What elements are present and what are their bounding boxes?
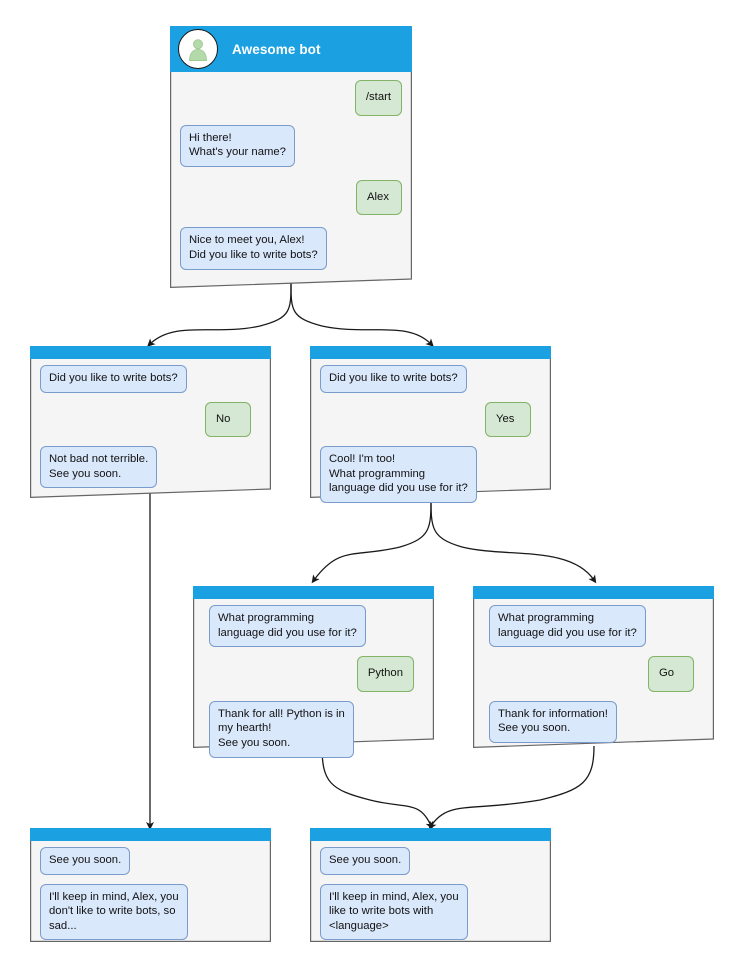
bot-message-bubble: Did you like to write bots? xyxy=(40,365,187,393)
message-list-branch-python: What programming language did you use fo… xyxy=(193,599,434,767)
message-row: Did you like to write bots? xyxy=(40,365,261,393)
message-list-branch-go: What programming language did you use fo… xyxy=(473,599,714,752)
chat-window-branch-go[interactable]: What programming language did you use fo… xyxy=(473,586,714,748)
window-titlebar xyxy=(473,586,714,599)
bot-message-bubble: What programming language did you use fo… xyxy=(209,605,366,648)
bot-message-bubble: Hi there! What's your name? xyxy=(180,124,295,167)
chat-window-end-sad[interactable]: See you soon. I'll keep in mind, Alex, y… xyxy=(30,828,271,942)
connector-root-to-no xyxy=(147,282,292,347)
message-list-end-sad: See you soon. I'll keep in mind, Alex, y… xyxy=(30,841,271,949)
window-titlebar xyxy=(310,346,551,359)
chat-window-branch-python[interactable]: What programming language did you use fo… xyxy=(193,586,434,758)
message-row: What programming language did you use fo… xyxy=(209,605,424,648)
bot-message-bubble: I'll keep in mind, Alex, you don't like … xyxy=(40,883,188,941)
message-list-end-happy: See you soon. I'll keep in mind, Alex, y… xyxy=(310,841,551,949)
bot-message-bubble: What programming language did you use fo… xyxy=(489,605,646,648)
message-row: Python xyxy=(209,656,424,692)
user-message-bubble: Go xyxy=(648,656,694,692)
message-row: I'll keep in mind, Alex, you like to wri… xyxy=(320,883,541,941)
bot-message-bubble: See you soon. xyxy=(320,847,411,875)
bot-message-bubble: Not bad not terrible. See you soon. xyxy=(40,446,158,489)
chat-window-branch-no[interactable]: Did you like to write bots? No Not bad n… xyxy=(30,346,271,498)
bot-message-bubble: Did you like to write bots? xyxy=(320,365,467,393)
message-list-branch-yes: Did you like to write bots? Yes Cool! I'… xyxy=(310,359,551,512)
message-row: Go xyxy=(489,656,704,692)
bot-message-bubble: Nice to meet you, Alex! Did you like to … xyxy=(180,227,327,270)
window-titlebar xyxy=(30,346,271,359)
window-titlebar xyxy=(193,586,434,599)
user-message-bubble: Yes xyxy=(485,401,531,438)
user-message-bubble: Alex xyxy=(356,179,402,216)
message-row: See you soon. xyxy=(40,847,261,875)
user-message-bubble: Python xyxy=(356,656,414,692)
bot-message-bubble: I'll keep in mind, Alex, you like to wri… xyxy=(320,883,468,941)
message-row: I'll keep in mind, Alex, you don't like … xyxy=(40,883,261,941)
message-row: See you soon. xyxy=(320,847,541,875)
message-row: What programming language did you use fo… xyxy=(489,605,704,648)
bot-name-label: Awesome bot xyxy=(232,41,321,57)
message-row: Hi there! What's your name? xyxy=(180,124,402,167)
message-row: Thank for information! See you soon. xyxy=(489,700,704,743)
message-row: Did you like to write bots? xyxy=(320,365,541,393)
message-row: Not bad not terrible. See you soon. xyxy=(40,446,261,489)
chat-window-end-happy[interactable]: See you soon. I'll keep in mind, Alex, y… xyxy=(310,828,551,942)
message-row: No xyxy=(40,401,261,438)
chat-window-branch-yes[interactable]: Did you like to write bots? Yes Cool! I'… xyxy=(310,346,551,503)
bot-message-bubble: Thank for information! See you soon. xyxy=(489,700,617,743)
message-row: Thank for all! Python is in my hearth! S… xyxy=(209,700,424,758)
message-row: Cool! I'm too! What programming language… xyxy=(320,446,541,503)
user-message-bubble: /start xyxy=(354,80,402,116)
message-row: Yes xyxy=(320,401,541,438)
chat-window-root[interactable]: Awesome bot /start Hi there! What's your… xyxy=(170,26,412,288)
connector-go-to-end-happy xyxy=(428,745,595,830)
window-titlebar xyxy=(30,828,271,841)
bot-message-bubble: See you soon. xyxy=(40,847,131,875)
message-list-root: /start Hi there! What's your name? Alex … xyxy=(170,72,412,279)
bot-message-bubble: Thank for all! Python is in my hearth! S… xyxy=(209,700,354,758)
message-list-branch-no: Did you like to write bots? No Not bad n… xyxy=(30,359,271,497)
connector-root-to-yes xyxy=(290,282,434,347)
message-row: Nice to meet you, Alex! Did you like to … xyxy=(180,227,402,270)
bot-message-bubble: Cool! I'm too! What programming language… xyxy=(320,446,477,503)
message-row: /start xyxy=(180,80,402,116)
window-titlebar xyxy=(310,828,551,841)
window-titlebar: Awesome bot xyxy=(170,26,412,72)
message-row: Alex xyxy=(180,179,402,216)
person-avatar-icon xyxy=(178,29,218,69)
user-message-bubble: No xyxy=(205,401,251,438)
